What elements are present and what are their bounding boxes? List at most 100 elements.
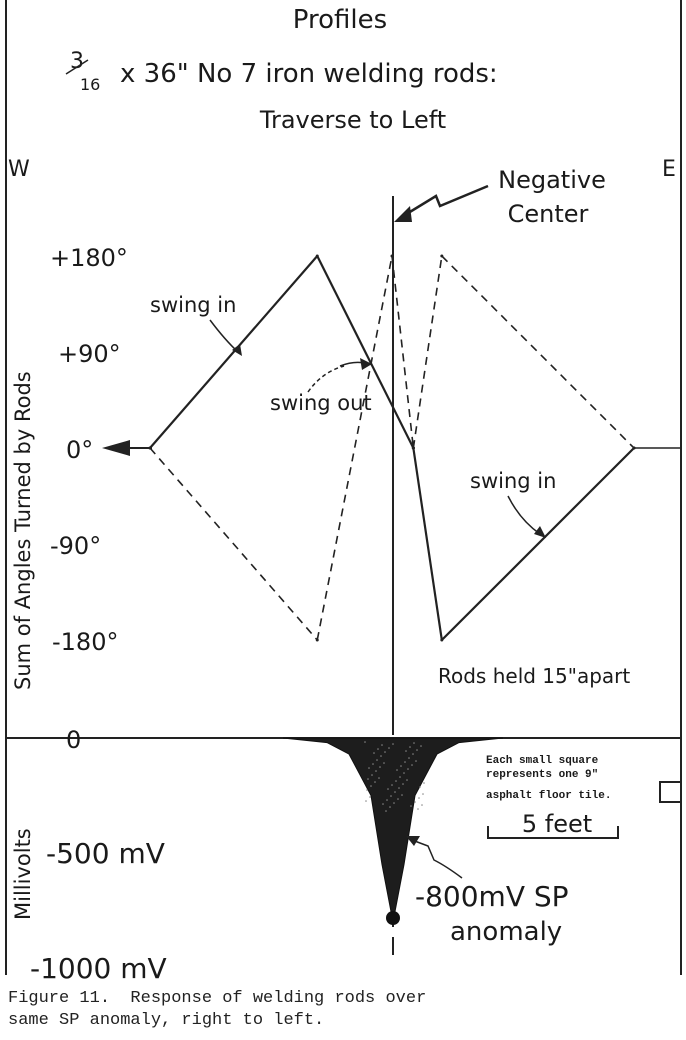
- sp-anomaly-speckle: [382, 803, 384, 805]
- bottom-y-ticks: 0-500 mV-1000 mV: [30, 726, 167, 985]
- sp-anomaly-speckle: [386, 799, 388, 801]
- figure-title: Profiles: [293, 5, 387, 35]
- sp-anomaly-speckle: [423, 782, 425, 784]
- sp-anomaly-speckle: [411, 764, 413, 766]
- tile-note-line2: represents one 9": [486, 769, 598, 781]
- y-tick-label: -90°: [50, 532, 101, 560]
- sp-anomaly-speckle: [403, 772, 405, 774]
- west-label: W: [8, 157, 30, 182]
- sp-anomaly-speckle: [392, 743, 394, 745]
- dashed-series-point: [440, 254, 444, 258]
- angle-series: [148, 254, 636, 642]
- bottom-y-axis-label: Millivolts: [11, 828, 35, 920]
- sp-anomaly-speckle: [384, 751, 386, 753]
- sp-anomaly-speckle: [376, 759, 378, 761]
- sp-anomaly-speckle: [404, 761, 406, 763]
- top-y-ticks: +180° +90° 0° -90° -180°: [50, 244, 128, 656]
- swing-out-arrowhead: [360, 358, 372, 370]
- sp-anomaly-speckle: [367, 778, 369, 780]
- solid-series-point: [315, 254, 319, 258]
- sp-anomaly-speckle: [416, 749, 418, 751]
- sp-anomaly-speckle: [388, 747, 390, 749]
- sp-anomaly-speckle: [364, 741, 366, 743]
- negative-center-label-2: Center: [508, 200, 589, 228]
- sp-anomaly-speckle: [398, 787, 400, 789]
- figure-subtitle-line1: x 36" No 7 iron welding rods:: [120, 59, 498, 89]
- sp-anomaly-speckle: [371, 774, 373, 776]
- sp-anomaly-speckle: [379, 766, 381, 768]
- sp-anomaly-minimum: [386, 911, 400, 925]
- sp-anomaly-speckle: [393, 802, 395, 804]
- solid-series-segment: [316, 255, 415, 449]
- sp-anomaly-speckle: [373, 752, 375, 754]
- sp-anomaly-speckle: [421, 804, 423, 806]
- dashed-series-point: [411, 446, 415, 450]
- fraction-numerator: 3: [70, 49, 84, 74]
- sp-anomaly-speckle: [365, 800, 367, 802]
- y-tick-label: 0°: [66, 436, 93, 464]
- swing-in-left-label: swing in: [150, 293, 236, 317]
- sp-anomaly-speckle: [380, 755, 382, 757]
- tile-square: [659, 781, 682, 803]
- anomaly-arrowhead: [406, 836, 420, 846]
- dashed-series-segment: [149, 447, 318, 641]
- sp-anomaly-speckle: [395, 780, 397, 782]
- sp-anomaly-speckle: [409, 746, 411, 748]
- sp-anomaly-speckle: [420, 745, 422, 747]
- dashed-series-segment: [391, 255, 415, 449]
- y-tick-label: +90°: [58, 340, 121, 368]
- scale-bar: [487, 826, 619, 839]
- sp-anomaly-speckle: [415, 760, 417, 762]
- sp-anomaly-speckle: [383, 762, 385, 764]
- figure-caption: Figure 11. Response of welding rods over…: [8, 988, 648, 1032]
- sp-anomaly-speckle: [396, 769, 398, 771]
- sp-anomaly-speckle: [405, 750, 407, 752]
- dashed-series-segment: [412, 255, 443, 449]
- zero-axis-arrowhead: [102, 440, 130, 456]
- sp-anomaly-area: [282, 737, 504, 925]
- sp-anomaly-speckle: [390, 795, 392, 797]
- sp-anomaly-fill: [282, 737, 504, 923]
- swing-in-left-arrowhead: [232, 344, 242, 356]
- solid-series-segment: [441, 447, 635, 641]
- sp-anomaly-speckle: [412, 753, 414, 755]
- swing-out-pointer-dashed: [307, 365, 345, 393]
- negative-center-label-1: Negative: [498, 166, 606, 194]
- sp-anomaly-speckle: [422, 793, 424, 795]
- dashed-series-segment: [316, 255, 393, 641]
- sp-anomaly-speckle: [389, 806, 391, 808]
- tile-note-line1: Each small square: [486, 755, 599, 767]
- y-tick-label: 0: [66, 726, 81, 754]
- y-tick-label: -500 mV: [46, 837, 165, 870]
- sp-anomaly-speckle: [366, 789, 368, 791]
- sp-anomaly-speckle: [377, 748, 379, 750]
- sp-anomaly-speckle: [381, 744, 383, 746]
- sp-anomaly-speckle: [407, 768, 409, 770]
- sp-anomaly-speckle: [387, 788, 389, 790]
- y-tick-label: +180°: [50, 244, 128, 272]
- solid-series-point: [440, 638, 444, 642]
- top-y-axis-label: Sum of Angles Turned by Rods: [11, 371, 35, 690]
- sp-anomaly-speckle: [385, 810, 387, 812]
- sp-anomaly-speckle: [400, 765, 402, 767]
- anomaly-label-1: -800mV SP: [415, 880, 569, 913]
- dashed-series-segment: [441, 255, 635, 449]
- sp-anomaly-speckle: [399, 776, 401, 778]
- fraction-slash: [65, 59, 89, 75]
- sp-anomaly-speckle: [369, 796, 371, 798]
- swing-in-right-pointer: [507, 495, 541, 535]
- figure-drawing: Profiles 3 16 x 36" No 7 iron welding ro…: [5, 0, 682, 985]
- sp-anomaly-speckle: [374, 781, 376, 783]
- swing-in-right-arrowhead: [534, 526, 546, 538]
- sp-anomaly-speckle: [406, 779, 408, 781]
- fraction-denominator: 16: [80, 75, 100, 94]
- sp-anomaly-speckle: [394, 791, 396, 793]
- swing-in-left-pointer: [209, 319, 239, 353]
- swing-in-right-label: swing in: [470, 469, 556, 493]
- caption-line2: same SP anomaly, right to left.: [8, 1011, 325, 1030]
- y-tick-label: -180°: [52, 628, 118, 656]
- sp-anomaly-speckle: [378, 777, 380, 779]
- sp-anomaly-speckle: [413, 742, 415, 744]
- tile-note-line3: asphalt floor tile.: [486, 790, 611, 802]
